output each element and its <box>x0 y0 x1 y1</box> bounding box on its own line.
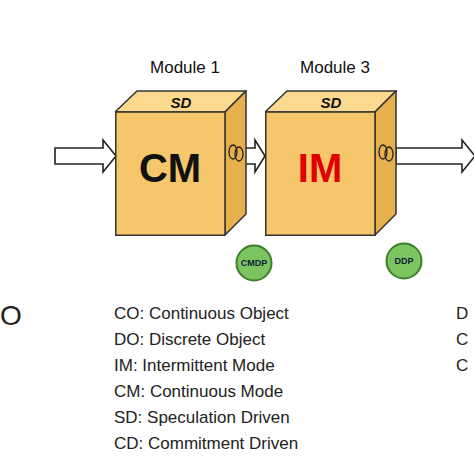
dp-circle: DDP <box>385 242 423 280</box>
dp-label: CMDP <box>241 258 268 268</box>
module-cube: Module 1SDCM <box>115 90 247 236</box>
mode-name: IM <box>298 146 342 191</box>
input-arrow <box>55 140 116 172</box>
coil-symbol <box>385 147 393 161</box>
mode-tag: SD <box>171 94 192 111</box>
module-cube: Module 3SDIM <box>265 90 397 236</box>
cube-side <box>375 91 396 235</box>
cube-side <box>225 91 246 235</box>
abbreviation-text: IM: Intermittent Mode <box>114 356 275 376</box>
abbreviation-text: CM: Continuous Mode <box>114 382 283 402</box>
cut-legend-text: D <box>456 304 468 324</box>
abbreviation-text: CO: Continuous Object <box>114 304 289 324</box>
mode-name: CM <box>139 146 201 191</box>
circle-outline <box>237 246 272 281</box>
module-label: Module 3 <box>300 58 370 78</box>
dp-label: DDP <box>394 256 413 266</box>
cube-front <box>116 112 225 235</box>
abbreviation-text: CD: Commitment Driven <box>114 434 298 454</box>
cut-legend-text: C <box>456 356 468 376</box>
abbreviation-text: DO: Discrete Object <box>114 330 265 350</box>
cut-legend-text: C <box>456 330 468 350</box>
cut-label: O <box>0 300 22 332</box>
module-label: Module 1 <box>150 58 220 78</box>
circle-outline <box>387 244 422 279</box>
output-arrow <box>396 140 474 172</box>
cube-front <box>266 112 375 235</box>
dp-circle: CMDP <box>235 244 273 282</box>
mode-tag: SD <box>321 94 342 111</box>
cube-top <box>265 91 396 112</box>
abbreviation-text: SD: Speculation Driven <box>114 408 290 428</box>
coil-symbol <box>235 147 243 161</box>
cube-top <box>115 91 246 112</box>
